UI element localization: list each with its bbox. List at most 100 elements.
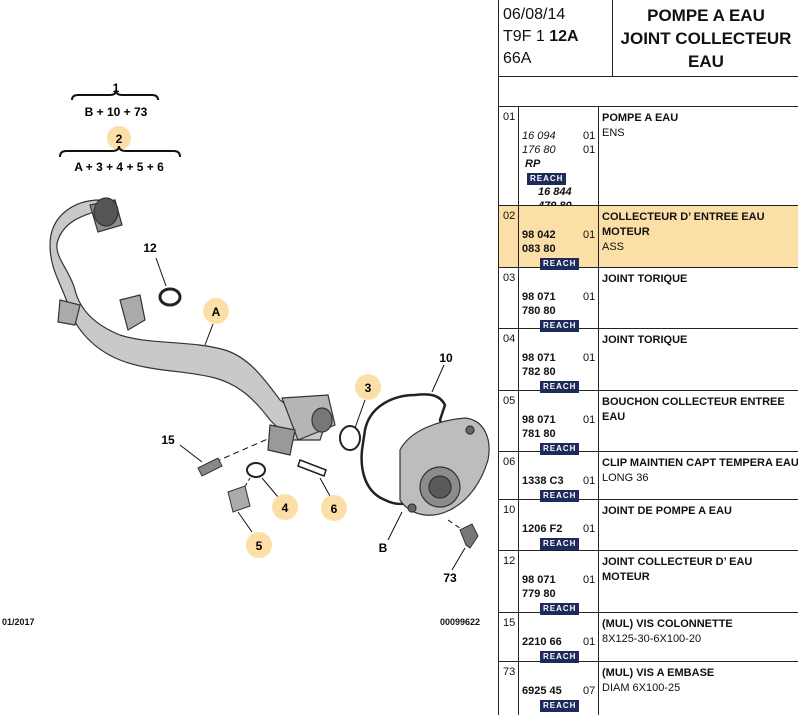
part-number: 02 xyxy=(499,206,519,267)
callout-15: 15 xyxy=(161,433,175,447)
reference-line: 6925 45 xyxy=(522,685,562,697)
reach-badge: REACH xyxy=(540,651,580,663)
part-reference: 98 071 779 80 REACH xyxy=(519,551,580,615)
description-title: JOINT TORIQUE xyxy=(602,334,688,346)
reference-line: 98 071 xyxy=(522,291,556,303)
water-pump-shape xyxy=(399,417,490,516)
exploded-diagram: 1 B + 10 + 73 2 A + 3 + 4 + 5 + 6 12 A 3… xyxy=(2,81,490,627)
reference-line: 176 80 xyxy=(522,144,556,156)
reference-line: 98 071 xyxy=(522,574,556,586)
part-number: 04 xyxy=(499,329,519,390)
footer-code: 00099622 xyxy=(440,617,481,627)
formula-2-number: 2 xyxy=(116,132,123,146)
callout-A-badge xyxy=(203,298,229,324)
callout-3: 3 xyxy=(365,381,372,395)
description-title: JOINT DE POMPE A EAU xyxy=(602,505,732,517)
reference-line: 2210 66 xyxy=(522,636,562,648)
description-title: BOUCHON COLLECTEUR ENTREE EAU xyxy=(602,396,785,423)
quantity-line: 01 xyxy=(583,130,596,142)
quantity-line: 01 xyxy=(583,144,596,156)
seal-3-shape xyxy=(339,425,361,451)
reference-line: 083 80 xyxy=(522,243,556,255)
seal-4-shape xyxy=(246,462,266,478)
reference-line: 98 042 xyxy=(522,229,556,241)
header-model-prefix: T9F 1 xyxy=(503,28,550,45)
reference-line: 1206 F2 xyxy=(522,523,563,535)
reach-badge: REACH xyxy=(540,320,580,332)
callout-6-badge xyxy=(321,495,347,521)
part-quantity: 01 xyxy=(580,268,599,328)
blank-row xyxy=(499,76,798,107)
quantity-line: 01 xyxy=(583,523,596,535)
header-model-code: 12A xyxy=(549,28,579,45)
quantity-line: 01 xyxy=(583,475,596,487)
reach-badge: REACH xyxy=(540,603,580,615)
description-title: (MUL) VIS COLONNETTE xyxy=(602,618,733,630)
collector-pipe xyxy=(49,197,336,456)
description-title: JOINT TORIQUE xyxy=(602,273,688,285)
callout-73: 73 xyxy=(443,571,457,585)
panel-header: 06/08/14 T9F 1 12A 66A POMPE A EAU JOINT… xyxy=(499,0,798,77)
part-quantity: 01 xyxy=(580,391,599,451)
quantity-line: 07 xyxy=(583,685,596,697)
part-number: 10 xyxy=(499,500,519,550)
description-sub: DIAM 6X100-25 xyxy=(602,682,681,694)
parts-list-panel: 06/08/14 T9F 1 12A 66A POMPE A EAU JOINT… xyxy=(498,0,798,715)
formula-1-number: 1 xyxy=(113,81,120,95)
reach-badge: REACH xyxy=(540,381,580,393)
part-description: POMPE A EAU ENS xyxy=(599,107,798,205)
quantity-line: 01 xyxy=(583,352,596,364)
header-code: 66A xyxy=(503,50,532,67)
header-meta: 06/08/14 T9F 1 12A 66A xyxy=(499,0,613,76)
description-title: POMPE A EAU xyxy=(602,112,679,124)
quantity-line: 01 xyxy=(583,229,596,241)
part-number: 03 xyxy=(499,268,519,328)
reference-line: 98 071 xyxy=(522,414,556,426)
part-description: JOINT COLLECTEUR D’ EAU MOTEUR xyxy=(599,551,798,612)
rp-line: RPREACH xyxy=(519,157,580,185)
description-sub: ENS xyxy=(602,127,625,139)
callout-B: B xyxy=(379,541,388,555)
part-number: 01 xyxy=(499,107,519,205)
callout-5-badge xyxy=(246,532,272,558)
part-reference: 1206 F2 REACH xyxy=(519,500,580,550)
seal-12-shape xyxy=(158,287,182,307)
reference-line: 779 80 xyxy=(522,588,556,600)
quantity-line: 01 xyxy=(583,414,596,426)
reference-line: 1338 C3 xyxy=(522,475,564,487)
callout-6: 6 xyxy=(331,502,338,516)
reach-badge: REACH xyxy=(540,258,580,270)
quantity-line: 01 xyxy=(583,636,596,648)
description-title: (MUL) VIS A EMBASE xyxy=(602,667,715,679)
part-description: JOINT TORIQUE xyxy=(599,268,798,328)
part-reference: 1338 C3 REACH xyxy=(519,452,580,502)
quantity-line: 01 xyxy=(583,291,596,303)
callout-4-badge xyxy=(272,494,298,520)
reach-badge: REACH xyxy=(527,173,567,185)
reach-badge: REACH xyxy=(540,538,580,550)
part-reference: 98 042 083 80 REACH xyxy=(519,206,580,270)
header-model: T9F 1 12A xyxy=(503,26,612,48)
callout-A: A xyxy=(212,305,221,319)
part-description: JOINT TORIQUE xyxy=(599,329,798,390)
stud-15-shape xyxy=(197,457,223,477)
clip-6-shape xyxy=(297,459,327,477)
reach-badge: REACH xyxy=(540,490,580,502)
part-description: JOINT DE POMPE A EAU xyxy=(599,500,798,550)
part-quantity: 01 xyxy=(580,551,599,612)
